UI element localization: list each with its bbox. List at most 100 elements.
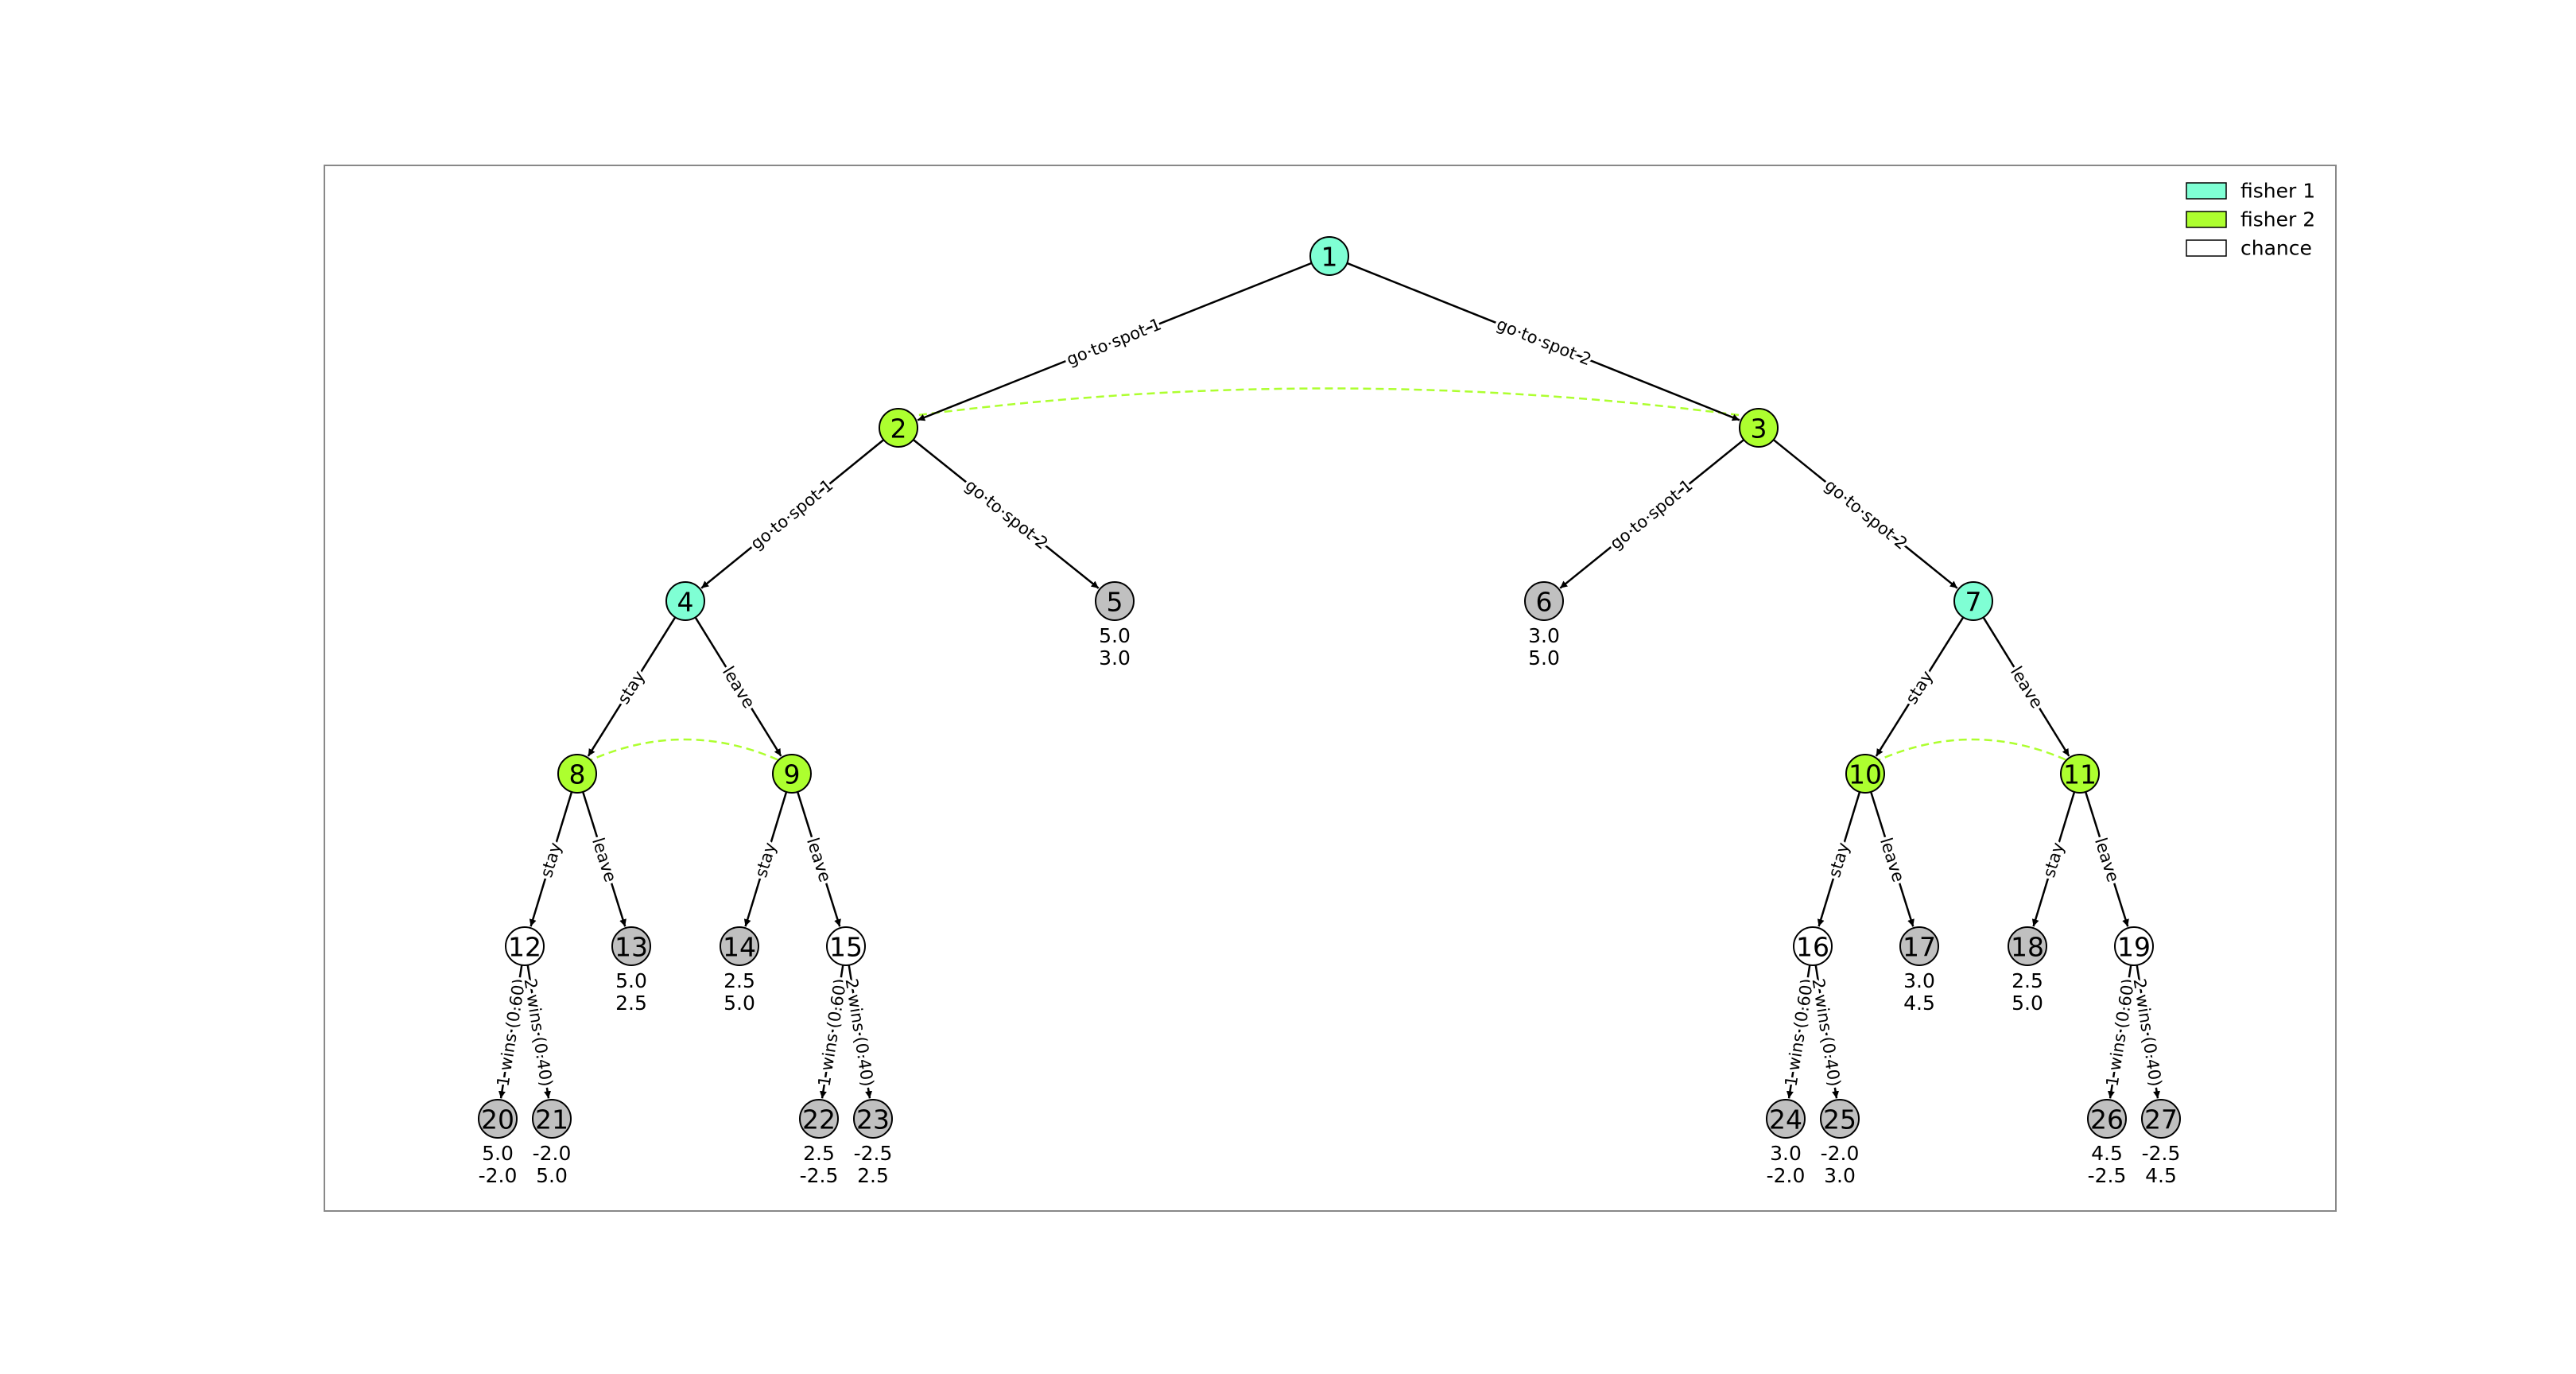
node-id-label: 7 <box>1965 587 1982 618</box>
edge-label-10-16: stay <box>1825 840 1853 880</box>
node-id-label: 8 <box>569 759 586 790</box>
edge-10-17 <box>1869 791 1915 927</box>
payoff-player-1: 2.5 <box>2012 969 2043 992</box>
node-id-label: 5 <box>1107 587 1123 618</box>
node-5: 55.03.0 <box>1095 581 1135 670</box>
edge-label-12-21: 2 wins (0.40) <box>521 977 557 1088</box>
node-id-label: 25 <box>1823 1104 1856 1135</box>
legend-label: chance <box>2240 237 2312 260</box>
node-id-label: 9 <box>784 759 801 790</box>
node-id-label: 16 <box>1796 932 1829 963</box>
payoff-player-2: 5.0 <box>536 1164 568 1187</box>
edge-15-22 <box>819 965 844 1099</box>
node-circle-fisher1 <box>1309 236 1349 276</box>
node-circle-chance <box>1793 926 1833 966</box>
node-id-label: 2 <box>890 413 907 444</box>
node-10: 10 <box>1845 754 1885 794</box>
payoff-player-1: 3.0 <box>1903 969 1935 992</box>
node-23: 23-2.52.5 <box>853 1099 893 1187</box>
node-2: 2 <box>879 408 918 448</box>
node-25: 25 -2.03.0 <box>1820 1099 1860 1187</box>
node-circle-terminal <box>1899 926 1939 966</box>
node-16: 16 <box>1793 926 1833 966</box>
node-3: 3 <box>1739 408 1779 448</box>
edge-8-12 <box>529 791 573 927</box>
node-circle-terminal <box>799 1099 839 1139</box>
node-circle-fisher2 <box>772 754 812 794</box>
node-21: 21-2.05.0 <box>532 1099 572 1187</box>
node-circle-chance <box>826 926 866 966</box>
edge-label-3-6: go to spot 1 <box>1606 475 1696 553</box>
node-circle-terminal <box>2087 1099 2127 1139</box>
node-id-label: 12 <box>508 932 541 963</box>
node-id-label: 11 <box>2063 759 2097 790</box>
node-circle-terminal <box>611 926 651 966</box>
edge-label-2-5: go to spot 2 <box>961 475 1051 553</box>
edge-11-18 <box>2031 791 2076 927</box>
node-7: 7 <box>1953 581 1993 621</box>
node-4: 4 <box>665 581 705 621</box>
node-id-label: 20 <box>481 1104 514 1135</box>
payoff-player-2: 3.0 <box>1824 1164 1856 1187</box>
edge-label-8-13: leave <box>588 836 620 885</box>
node-14: 142.55.0 <box>720 926 759 1015</box>
node-17: 173.04.5 <box>1899 926 1939 1015</box>
node-circle-terminal <box>853 1099 893 1139</box>
payoff-player-2: 5.0 <box>2012 992 2043 1015</box>
node-circle-fisher2 <box>1845 754 1885 794</box>
node-id-label: 15 <box>829 932 863 963</box>
node-id-label: 19 <box>2117 932 2151 963</box>
edge-19-26 <box>2107 965 2132 1099</box>
node-id-label: 22 <box>802 1104 836 1135</box>
node-id-label: 1 <box>1321 242 1338 273</box>
node-circle-terminal <box>478 1099 518 1139</box>
payoff-player-1: -2.5 <box>854 1142 893 1165</box>
payoff-player-1: -2.0 <box>1821 1142 1860 1165</box>
edge-label-7-10: stay <box>1902 667 1937 707</box>
edge-16-25 <box>1814 965 1840 1099</box>
node-id-label: 18 <box>2011 932 2044 963</box>
payoff-player-1: 2.5 <box>724 969 755 992</box>
node-18: 18 2.55.0 <box>2008 926 2047 1015</box>
edge-label-9-14: stay <box>751 840 780 880</box>
node-id-label: 10 <box>1849 759 1882 790</box>
edge-1-2 <box>917 262 1313 421</box>
node-circle-chance <box>505 926 545 966</box>
node-6: 63.05.0 <box>1524 581 1564 670</box>
legend-swatch <box>2186 239 2227 257</box>
edge-label-11-18: stay <box>2039 840 2068 880</box>
node-id-label: 21 <box>535 1104 568 1135</box>
node-circle-terminal <box>720 926 759 966</box>
node-circle-terminal <box>2008 926 2047 966</box>
edge-7-10 <box>1875 616 1965 757</box>
payoff-player-2: -2.0 <box>479 1164 518 1187</box>
node-circle-fisher2 <box>1739 408 1779 448</box>
node-circle-chance <box>2114 926 2154 966</box>
edge-9-14 <box>743 791 788 927</box>
node-8: 8 <box>557 754 597 794</box>
edge-19-27 <box>2136 965 2161 1099</box>
node-11: 11 <box>2060 754 2100 794</box>
node-circle-fisher1 <box>1953 581 1993 621</box>
node-26: 264.5-2.5 <box>2087 1099 2127 1187</box>
edge-1-3 <box>1346 262 1740 421</box>
legend-label: fisher 1 <box>2240 180 2315 203</box>
edge-11-19 <box>2084 791 2129 927</box>
node-circle-terminal <box>1766 1099 1806 1139</box>
node-12: 12 <box>505 926 545 966</box>
node-circle-terminal <box>1820 1099 1860 1139</box>
edge-label-10-17: leave <box>1876 836 1908 885</box>
node-9: 9 <box>772 754 812 794</box>
node-id-label: 6 <box>1536 587 1553 618</box>
plot-frame <box>324 165 2337 1212</box>
node-id-label: 17 <box>1903 932 1936 963</box>
edge-label-11-19: leave <box>2091 836 2123 885</box>
edge-label-15-23: 2 wins (0.40) <box>842 977 878 1088</box>
edge-16-24 <box>1786 965 1811 1099</box>
edge-label-7-11: leave <box>2007 663 2046 712</box>
node-id-label: 14 <box>723 932 756 963</box>
edge-label-1-3: go to spot 2 <box>1494 314 1594 369</box>
legend-entry-fisher1: fisher 1 <box>2186 180 2315 203</box>
